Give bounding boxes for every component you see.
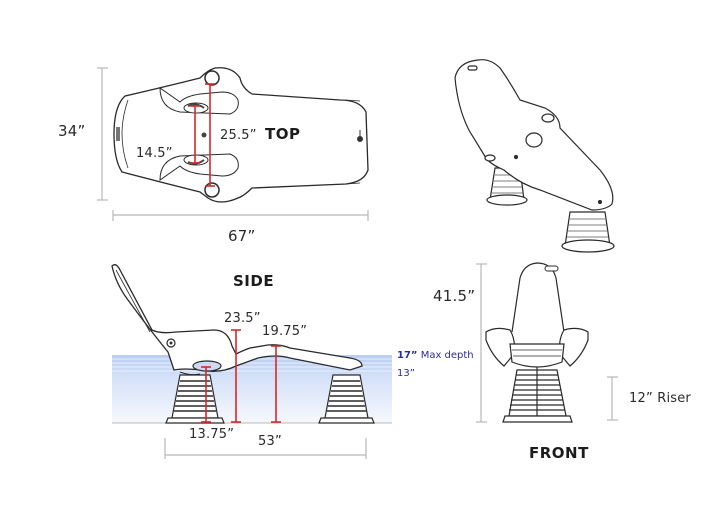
side-base-span-label: 53” (258, 434, 282, 449)
isometric-view (454, 59, 615, 253)
max-depth-text: Max depth (420, 350, 474, 361)
side-base-span-dimension-line (164, 438, 367, 459)
top-outer-span-label: 25.5” (220, 128, 257, 143)
top-length-dimension-line (112, 210, 369, 221)
max-depth-label: 17” Max depth (397, 350, 474, 361)
front-view (476, 262, 618, 423)
front-view-title: FRONT (529, 444, 589, 462)
front-riser-label: 12” Riser (629, 391, 691, 406)
top-width-label: 34” (58, 122, 86, 140)
side-red-measure-lines (201, 329, 281, 423)
side-view (111, 264, 392, 459)
top-width-dimension-line (97, 67, 108, 201)
top-chair-outline (113, 67, 369, 203)
top-length-label: 67” (228, 227, 256, 245)
min-depth-label: 13” (397, 368, 415, 379)
front-height-dimension-line (476, 263, 487, 423)
top-inner-span-label: 14.5” (136, 146, 173, 161)
top-view (97, 67, 369, 221)
side-seat-height-label: 13.75” (189, 427, 235, 442)
max-depth-value: 17” (397, 350, 418, 361)
drain-icon (357, 130, 363, 142)
front-height-label: 41.5” (433, 287, 476, 305)
side-leg-rest-height-label: 19.75” (262, 324, 308, 339)
front-riser-dimension-line (607, 376, 618, 421)
top-view-title: TOP (265, 125, 301, 143)
side-view-title: SIDE (233, 272, 275, 290)
top-red-measure-lines (190, 83, 215, 187)
side-armrest-height-label: 23.5” (224, 311, 261, 326)
